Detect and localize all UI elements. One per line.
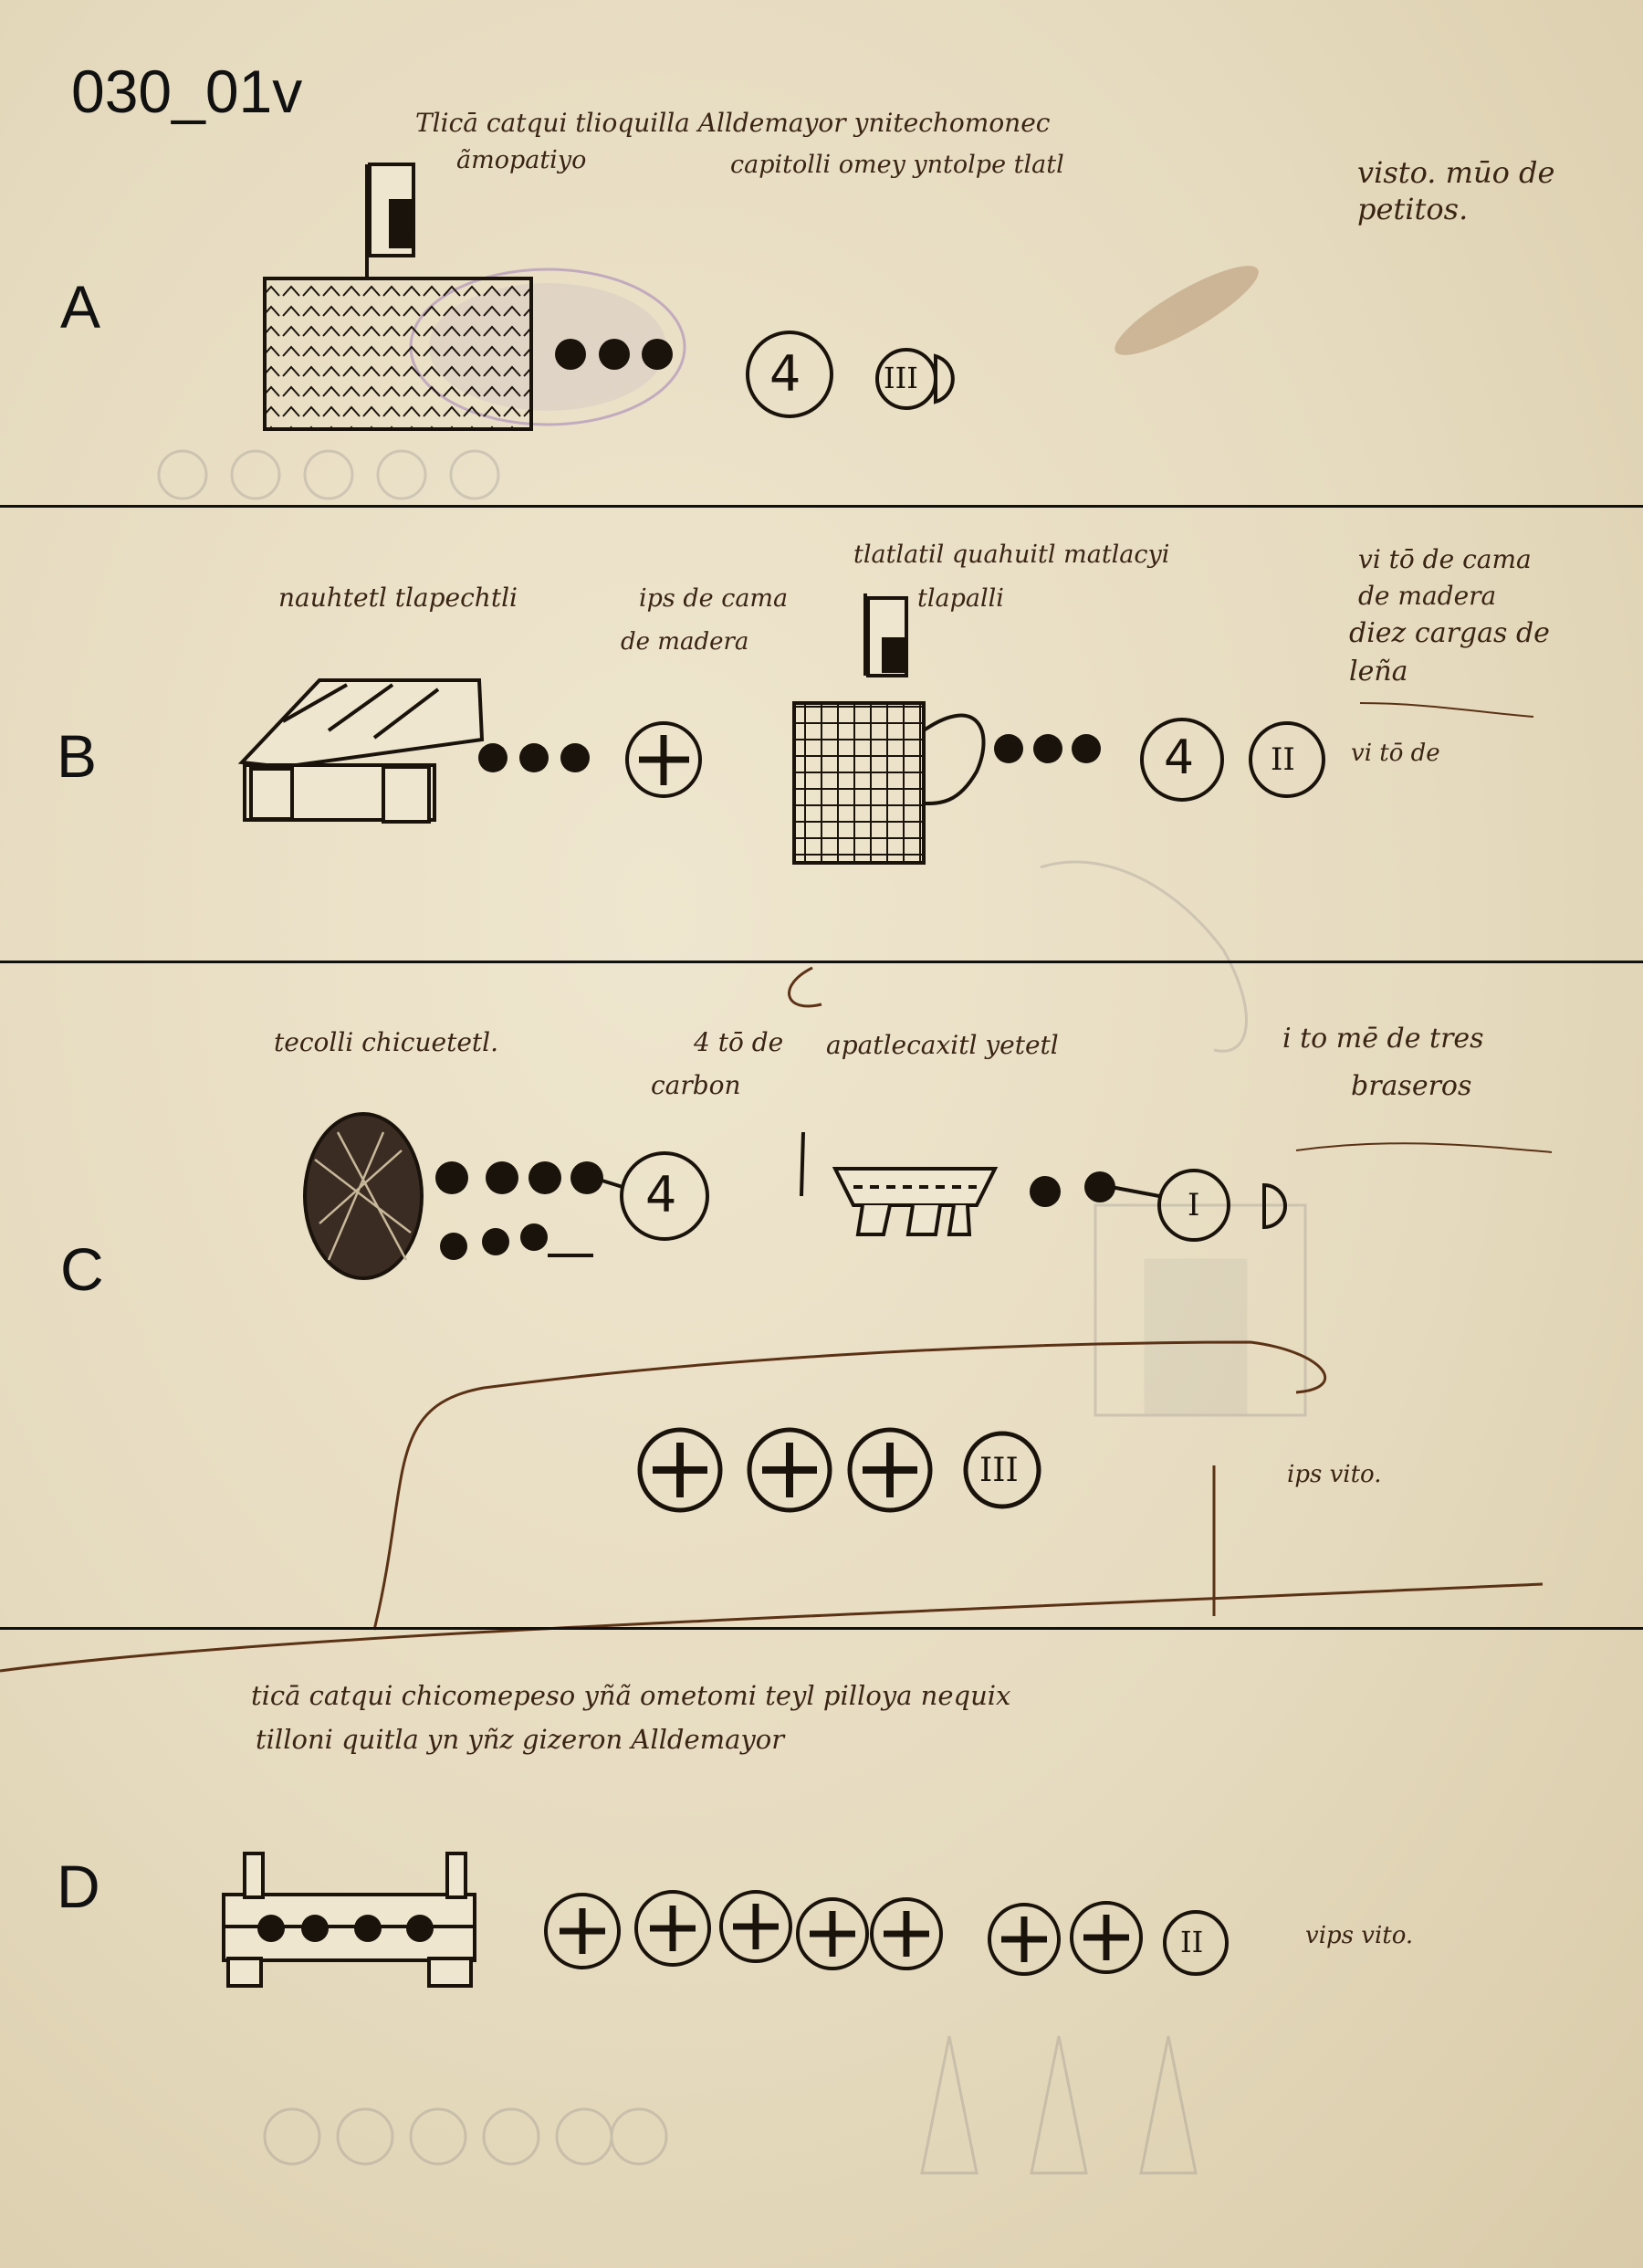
- half-circle-glyph: [1262, 1182, 1287, 1230]
- folio-number: 030_01v: [71, 58, 303, 125]
- half-circle-glyph: [934, 353, 955, 404]
- numeral-circle: [1157, 1169, 1230, 1242]
- cross-disc: [625, 721, 702, 798]
- brazier-glyph: [832, 1167, 999, 1236]
- gloss-text: apatlecaxitl yetetl: [826, 1030, 1059, 1060]
- gloss-text: vi tō de cama: [1358, 544, 1532, 574]
- bed-glyph: [237, 678, 485, 824]
- gloss-text: carbon: [651, 1070, 741, 1100]
- numeral: 4: [1164, 730, 1195, 785]
- dot-count-b1: [478, 743, 590, 772]
- dot-count-b2: [994, 734, 1101, 763]
- numeral: 4: [769, 345, 801, 403]
- gloss-text: capitolli omey yntolpe tlatl: [730, 151, 1064, 179]
- numeral-circle: [746, 331, 833, 418]
- wood-bundle-glyph: [792, 593, 986, 865]
- gloss-text: ips de cama: [639, 584, 789, 613]
- gloss-text: leña: [1349, 656, 1408, 688]
- gloss-text: nauhtetl tlapechtli: [278, 583, 518, 613]
- numeral: III: [884, 361, 918, 395]
- row-label-b: B: [57, 722, 98, 790]
- gloss-text: 4 tō de: [694, 1027, 784, 1057]
- dot-count-c2: [1030, 1171, 1115, 1207]
- numeral: II: [1271, 741, 1295, 778]
- gloss-text: ticā catqui chicomepeso yñã ometomi teyl…: [251, 1680, 1011, 1711]
- row-label-d: D: [57, 1853, 100, 1920]
- numeral-circle: [1140, 718, 1224, 802]
- row-divider: [0, 505, 1643, 508]
- gloss-text: tlapalli: [917, 584, 1004, 613]
- charcoal-net-glyph: [303, 1112, 424, 1280]
- gloss-text: Tlicā catqui tlioquilla Alldemayor ynite…: [415, 108, 1051, 138]
- mat-glyph: [263, 163, 533, 431]
- row-divider: [0, 1627, 1643, 1630]
- numeral: I: [1188, 1187, 1200, 1223]
- numeral: II: [1180, 1925, 1204, 1959]
- numeral-circle: [1249, 721, 1325, 798]
- dot-count-a: [555, 339, 673, 370]
- gloss-text: ips vito.: [1287, 1461, 1382, 1488]
- gloss-text: braseros: [1351, 1070, 1472, 1102]
- gloss-text: visto. mūo de: [1357, 155, 1555, 190]
- gloss-text: petitos.: [1357, 192, 1469, 226]
- row-divider: [0, 961, 1643, 963]
- gloss-text: diez cargas de: [1349, 617, 1550, 649]
- gloss-text: tlatlatil quahuitl matlacyi: [853, 541, 1170, 569]
- row-label-c: C: [60, 1235, 104, 1303]
- gloss-text: de madera: [1358, 581, 1497, 611]
- gloss-text: tecolli chicuetetl.: [274, 1027, 499, 1057]
- numeral: III: [979, 1452, 1019, 1489]
- dot-count-d: [257, 1915, 434, 1942]
- dot-count-c1: [435, 1161, 603, 1260]
- numeral: 4: [645, 1166, 677, 1223]
- cross-disc-row-d: [544, 1890, 1229, 1976]
- gloss-text: i to mē de tres: [1282, 1023, 1484, 1055]
- gloss-text: ãmopatiyo: [456, 146, 587, 174]
- numeral-circle: [620, 1151, 709, 1241]
- gloss-text: vips vito.: [1305, 1922, 1414, 1949]
- gloss-text: tilloni quitla yn yñz gizeron Alldemayor: [256, 1724, 785, 1755]
- row-label-a: A: [60, 273, 101, 341]
- gloss-text: vi tō de: [1351, 740, 1440, 767]
- gloss-text: de madera: [621, 628, 749, 656]
- cross-disc-row: [637, 1427, 1041, 1513]
